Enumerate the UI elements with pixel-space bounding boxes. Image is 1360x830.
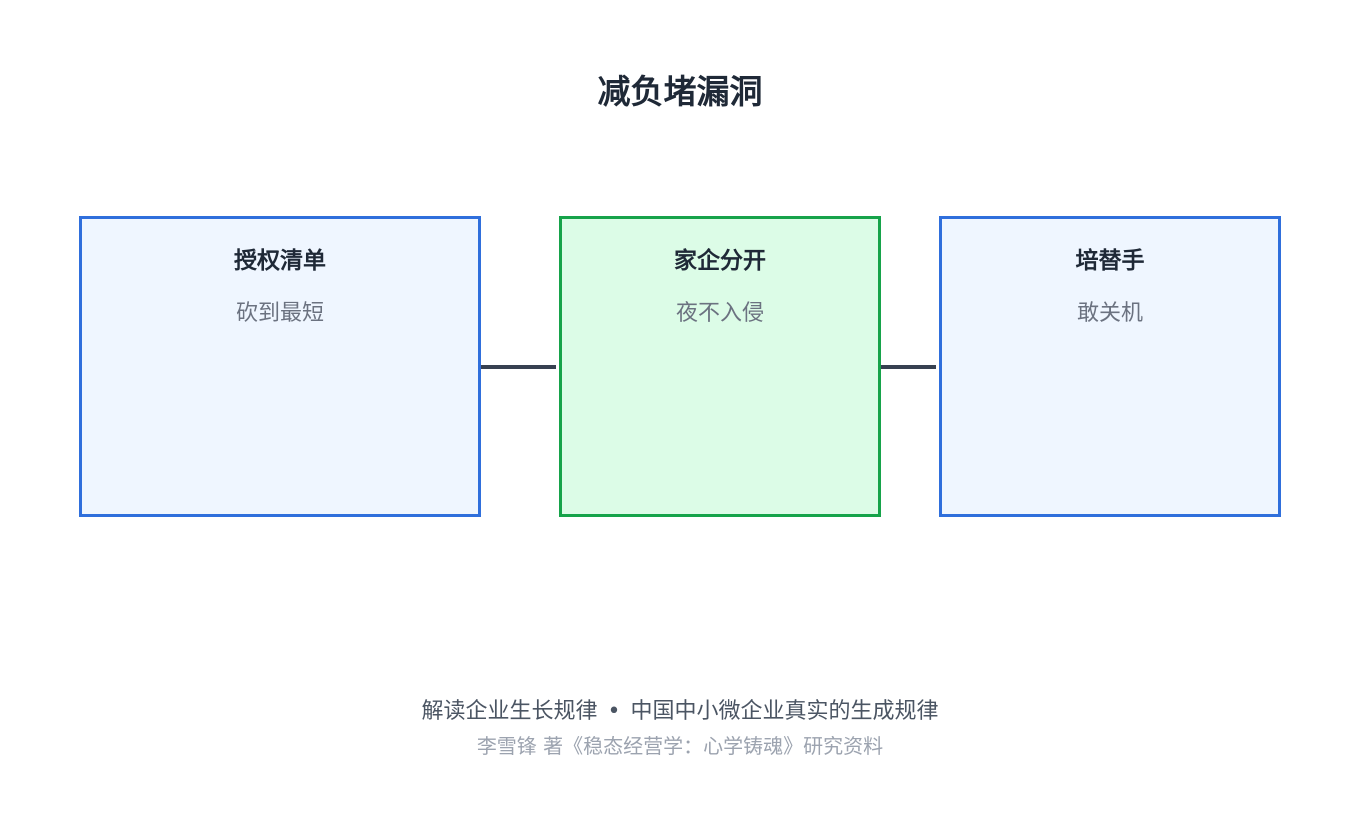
node-family-business-separation: 家企分开 夜不入侵 — [559, 216, 881, 517]
connector-line — [481, 365, 556, 369]
node-subtitle: 敢关机 — [1076, 301, 1143, 326]
footer-right-text: 中国中小微企业真实的生成规律 — [630, 699, 939, 724]
node-title: 培替手 — [1075, 248, 1145, 274]
node-authorization-list: 授权清单 砍到最短 — [79, 216, 481, 517]
connector-line — [881, 365, 936, 369]
node-subtitle: 砍到最短 — [235, 301, 324, 326]
footer-caption: 解读企业生长规律 • 中国中小微企业真实的生成规律 — [0, 697, 1360, 727]
footer-left-text: 解读企业生长规律 — [421, 699, 598, 724]
node-title: 授权清单 — [234, 248, 326, 274]
footer-credit: 李雪锋 著《稳态经营学：心学铸魂》研究资料 — [476, 734, 884, 758]
node-title: 家企分开 — [674, 248, 766, 274]
diagram-title: 减负堵漏洞 — [597, 72, 763, 111]
node-subtitle: 夜不入侵 — [675, 301, 764, 326]
node-train-substitute: 培替手 敢关机 — [939, 216, 1281, 517]
footer-separator: • — [607, 699, 621, 724]
